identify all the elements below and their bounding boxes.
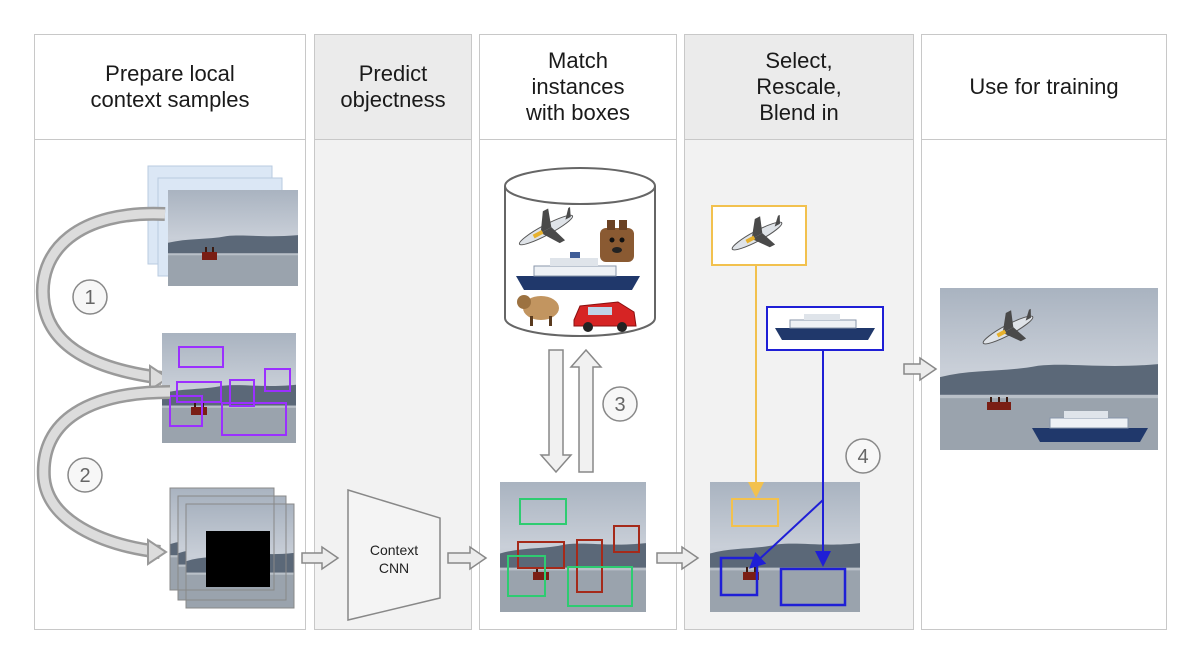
proposal-photo (162, 333, 296, 443)
match-arrows (539, 348, 603, 474)
ship-icon (516, 252, 640, 290)
blended-airplane-icon (982, 308, 1034, 345)
column-header: Select, Rescale, Blend in (685, 35, 913, 140)
instance-database (504, 167, 656, 337)
column-match: Match instances with boxes (479, 34, 677, 630)
column-title: Match instances with boxes (526, 48, 630, 125)
column-header: Use for training (922, 35, 1166, 140)
selected-airplane (711, 205, 807, 266)
training-image (940, 288, 1158, 450)
selected-ship (766, 306, 884, 351)
column-title: Predict objectness (340, 61, 446, 112)
black-mask (206, 531, 270, 587)
photo-stack-top (147, 165, 298, 286)
column-title: Prepare local context samples (90, 61, 250, 112)
arrow-to-cnn (301, 545, 340, 571)
step-number: 1 (84, 287, 95, 309)
step-3-badge: 3 (602, 386, 638, 422)
airplane-icon (518, 207, 574, 246)
select-photo (710, 482, 860, 612)
step-number: 2 (79, 465, 90, 487)
step-1-badge: 1 (72, 279, 108, 315)
column-prepare: Prepare local context samples (34, 34, 306, 630)
step-2-badge: 2 (67, 457, 103, 493)
cnn-label-line2: CNN (379, 560, 409, 576)
masked-sample-stack (169, 487, 295, 609)
arrow-to-select (656, 545, 700, 571)
sheep-icon (517, 295, 559, 326)
arrow-to-match (447, 545, 488, 571)
column-training: Use for training (921, 34, 1167, 630)
step-number: 3 (614, 394, 625, 416)
column-header: Predict objectness (315, 35, 471, 140)
column-header: Match instances with boxes (480, 35, 676, 140)
curved-arrow-1 (35, 206, 170, 392)
cnn-label-line1: Context (370, 542, 418, 558)
curved-arrow-2 (36, 385, 171, 566)
matched-boxes-photo (500, 482, 646, 612)
rescale-arrows (748, 265, 831, 569)
step-number: 4 (857, 446, 868, 468)
context-cnn-block: Context CNN (347, 488, 441, 621)
car-icon (573, 301, 637, 332)
column-title: Select, Rescale, Blend in (756, 48, 842, 125)
dog-icon (600, 220, 634, 262)
column-title: Use for training (969, 74, 1119, 99)
step-4-badge: 4 (845, 438, 881, 474)
arrow-to-training (903, 356, 938, 382)
blended-ship-icon (1032, 411, 1148, 442)
column-header: Prepare local context samples (35, 35, 305, 140)
